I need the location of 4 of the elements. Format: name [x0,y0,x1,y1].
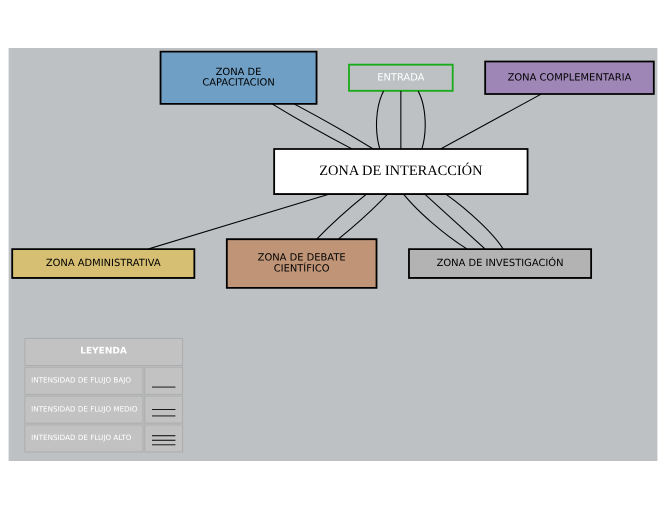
legend-label: INTENSIDAD DE FLUJO MEDIO [31,404,138,414]
legend-label: INTENSIDAD DE FLUJO ALTO [31,433,132,442]
label: LEYENDA [80,346,127,356]
legend-label: INTENSIDAD DE FLUJO BAJO [31,375,132,384]
